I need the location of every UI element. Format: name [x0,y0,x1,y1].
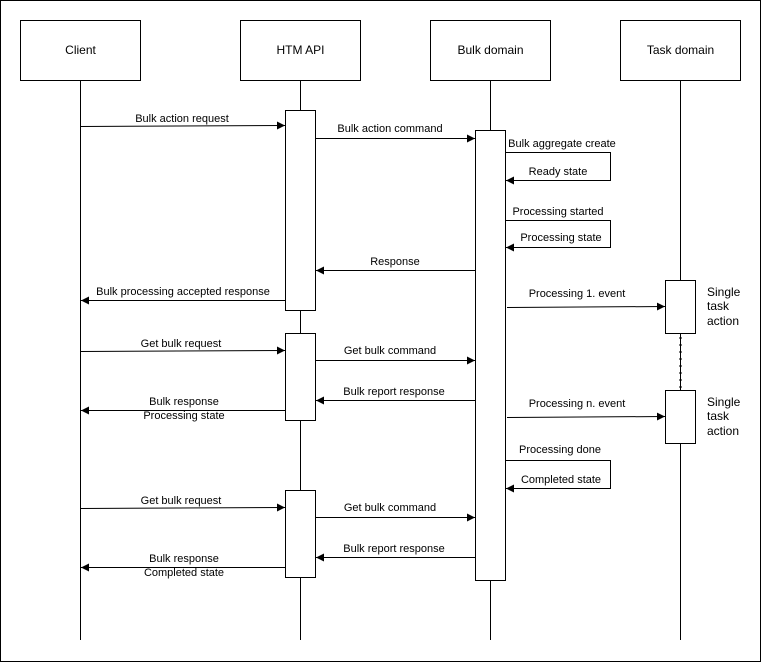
message-bulk-action-request: Bulk action request [80,113,286,130]
note-line: Single [707,395,741,409]
message-label: Get bulk request [141,338,222,350]
message-return-label: Completed state [521,474,601,486]
message-return-label: Ready state [529,166,588,178]
message-label: Processing done [519,444,601,456]
message-label: Get bulk request [141,495,222,507]
message-label: Response [370,256,420,268]
note-line: Single [707,285,741,299]
participant-api: HTM API [240,20,361,81]
message-bulk-response-completed: Bulk response Completed state [81,553,285,579]
message-return-label: Processing state [520,232,601,244]
message-processing-done: Processing done Completed state [506,444,611,493]
message-processing-n-event: Processing n. event [506,398,666,421]
activation-task-2 [665,390,696,444]
message-label: Get bulk command [344,345,436,357]
message-label: Bulk processing accepted response [96,286,270,298]
message-get-bulk-command-1: Get bulk command [316,345,475,365]
message-label: Processing 1. event [529,288,626,300]
message-bulk-report-response-1: Bulk report response [316,386,475,405]
message-bulk-aggregate-create: Bulk aggregate create Ready state [506,138,616,185]
participant-label: HTM API [276,43,324,57]
message-get-bulk-request-2: Get bulk request [80,495,286,512]
activation-bulk [475,130,506,581]
note-line: action [707,314,739,328]
message-label: Bulk action request [135,113,229,125]
message-label: Bulk report response [343,386,445,398]
message-processing-1-event: Processing 1. event [506,288,666,311]
message-label: Get bulk command [344,502,436,514]
task-note-1: Single task action [707,285,741,328]
activation-api-2 [285,333,316,421]
message-bulk-action-command: Bulk action command [316,123,475,143]
activation-task-1 [665,280,696,334]
message-label-line1: Bulk response [149,396,219,408]
note-line: task [707,409,730,423]
message-get-bulk-request-1: Get bulk request [80,338,286,355]
message-get-bulk-command-2: Get bulk command [316,502,475,522]
message-label-line2: Processing state [143,410,224,422]
task-note-2: Single task action [707,395,741,438]
message-label: Bulk report response [343,543,445,555]
message-label: Processing started [512,206,603,218]
note-line: task [707,299,730,313]
message-label: Bulk action command [337,123,442,135]
participant-label: Client [65,43,96,57]
message-label: Bulk aggregate create [508,138,616,150]
participant-label: Task domain [647,43,714,57]
activation-api-1 [285,110,316,311]
message-label-line2: Completed state [144,567,224,579]
message-response: Response [316,256,475,275]
participant-bulk: Bulk domain [430,20,551,81]
message-processing-started: Processing started Processing state [506,206,611,252]
participant-client: Client [20,20,141,81]
participant-task: Task domain [620,20,741,81]
activation-api-3 [285,490,316,578]
message-bulk-response-processing: Bulk response Processing state [81,396,285,422]
note-line: action [707,424,739,438]
participant-label: Bulk domain [457,43,523,57]
message-label-line1: Bulk response [149,553,219,565]
message-bulk-report-response-2: Bulk report response [316,543,475,562]
message-bulk-processing-accepted-response: Bulk processing accepted response [81,286,285,305]
message-label: Processing n. event [529,398,626,410]
